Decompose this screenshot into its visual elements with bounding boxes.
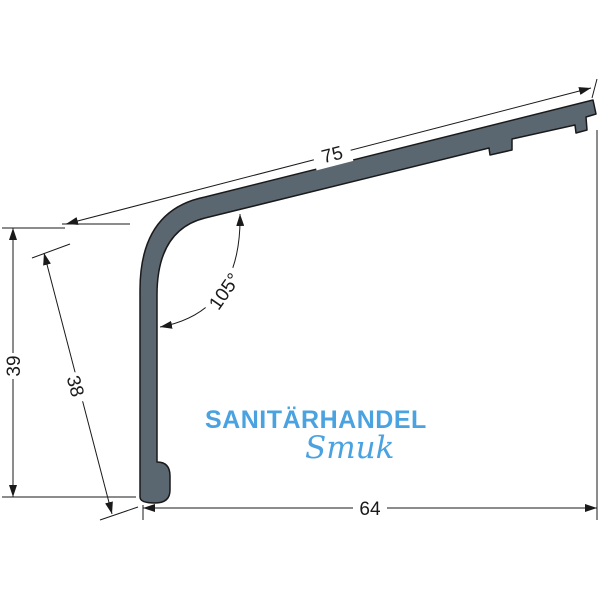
dimension-label-75: 75 [320, 143, 346, 169]
extension-line-38-top [31, 243, 71, 259]
extension-line-38-bottom [99, 506, 139, 521]
dimension-75: 75 [62, 78, 598, 225]
dimension-label-39: 39 [4, 355, 25, 376]
dimension-64: 64 [142, 130, 598, 520]
dimension-38: 38 [31, 243, 139, 521]
watermark-text-sanitaerhandel: SANITÄRHANDEL [205, 406, 427, 434]
dimension-label-64: 64 [359, 499, 381, 520]
dimension-39: 39 [0, 227, 136, 498]
extension-line-75-right [591, 78, 598, 99]
watermark-text-smuk: Smuk [305, 430, 394, 466]
watermark-logo: SANITÄRHANDEL Smuk [205, 406, 427, 466]
